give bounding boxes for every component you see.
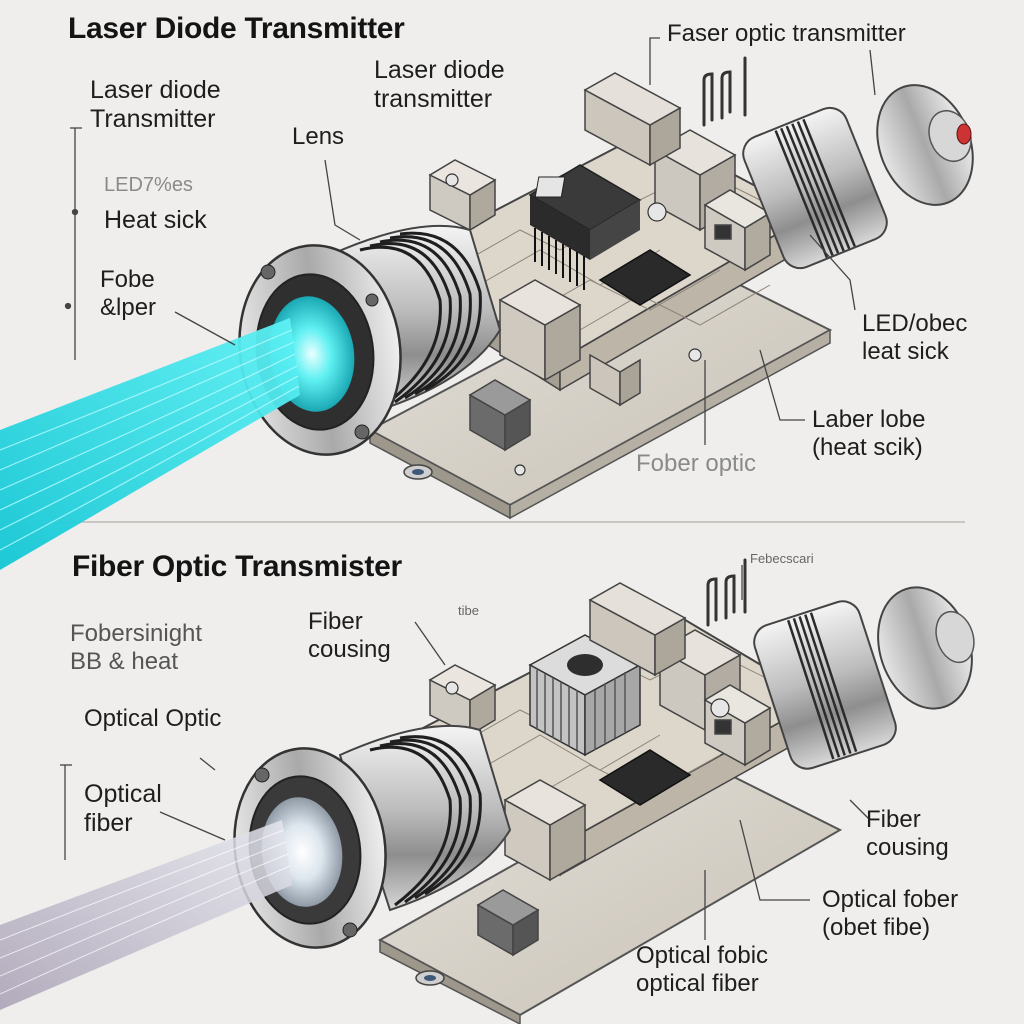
label-lens: Lens <box>292 123 345 150</box>
bottom-ic-chip <box>598 749 692 806</box>
label-laber-lobe: Laber lobe (heat scik) <box>812 406 926 461</box>
label-fober-lper: Fobe &lper <box>100 266 157 321</box>
label-faser-optic-transmitter: Faser optic transmitter <box>667 20 906 47</box>
top-heat-sink-chip <box>528 164 642 290</box>
bottom-device <box>0 558 975 1024</box>
label-laser-diode-transmitter-center: Laser diode transmitter <box>374 56 505 113</box>
label-fiber-cousing-center: Fiber cousing <box>308 608 391 663</box>
top-ic-chip <box>598 249 692 306</box>
label-optical-fobic: Optical fobic optical fiber <box>636 942 769 997</box>
bottom-title: Fiber Optic Transmister <box>72 550 402 583</box>
label-fober-optic: Fober optic <box>636 450 757 477</box>
label-optical-fiber-left: Optical fiber <box>84 780 162 837</box>
top-rear-cylinder <box>742 84 974 270</box>
top-device <box>0 56 974 570</box>
label-tiny-top: Febecscari <box>750 551 814 566</box>
bottom-connector-pins <box>706 558 747 627</box>
leader-lines <box>60 37 876 940</box>
top-connector-pins <box>702 56 747 127</box>
label-fobersing: Fobersinight BB & heat <box>70 620 203 675</box>
label-led-obec-heat-sick: LED/obec leat sick <box>862 310 968 365</box>
top-title: Laser Diode Transmitter <box>68 12 405 45</box>
label-led-small: LED7%es <box>104 174 193 196</box>
label-fiber-cousing-right: Fiber cousing <box>866 806 949 861</box>
bottom-rear-cylinder <box>753 586 975 770</box>
label-optical-optic: Optical Optic <box>84 705 222 732</box>
label-tiny-tibe: tibe <box>458 603 479 618</box>
label-optical-fober: Optical fober (obet fibe) <box>822 886 959 941</box>
label-laser-diode-transmitter-left: Laser diode Transmitter <box>90 76 221 133</box>
top-laser-beam <box>0 318 300 570</box>
bottom-fiber-beam <box>0 820 292 1010</box>
label-heat-sick: Heat sick <box>104 206 207 234</box>
top-lens-barrel <box>238 224 502 456</box>
